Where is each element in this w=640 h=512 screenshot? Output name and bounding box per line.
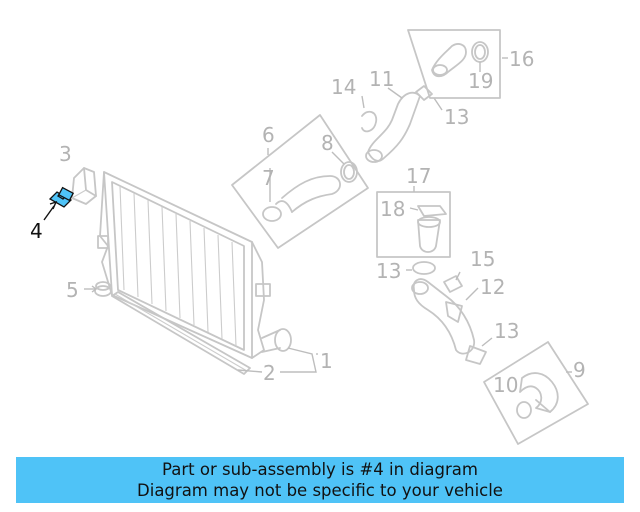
hose-group-6-drawing xyxy=(231,114,369,249)
hose-12-drawing xyxy=(406,261,493,365)
hose-group-17-drawing xyxy=(376,186,451,258)
callout-2[interactable]: 2 xyxy=(263,361,276,385)
callout-17[interactable]: 17 xyxy=(406,164,431,188)
hose-11-drawing xyxy=(361,85,443,163)
callout-13-middle[interactable]: 13 xyxy=(376,259,401,283)
bracket-drawing xyxy=(71,167,97,205)
callout-19[interactable]: 19 xyxy=(468,69,493,93)
info-banner: Part or sub-assembly is #4 in diagram Di… xyxy=(16,457,624,503)
callout-10[interactable]: 10 xyxy=(493,373,518,397)
bolt-highlighted-drawing xyxy=(43,186,75,221)
banner-line-part-number: Part or sub-assembly is #4 in diagram xyxy=(162,460,478,479)
hose-group-16-drawing xyxy=(407,29,508,99)
hose-group-9-drawing xyxy=(483,341,589,445)
callout-9[interactable]: 9 xyxy=(573,358,586,382)
callout-12[interactable]: 12 xyxy=(480,275,505,299)
seal-strip-drawing xyxy=(111,291,251,375)
callout-11[interactable]: 11 xyxy=(369,67,394,91)
callout-5[interactable]: 5 xyxy=(66,278,79,302)
callout-13-top[interactable]: 13 xyxy=(444,105,469,129)
callout-15[interactable]: 15 xyxy=(470,247,495,271)
banner-line-disclaimer: Diagram may not be specific to your vehi… xyxy=(137,481,503,500)
callout-4[interactable]: 4 xyxy=(30,219,43,243)
callout-18[interactable]: 18 xyxy=(380,197,405,221)
rubber-mount-drawing xyxy=(84,281,112,297)
callout-14[interactable]: 14 xyxy=(331,75,356,99)
callout-1[interactable]: 1 xyxy=(320,349,333,373)
exploded-parts-diagram: 1 2 3 4 5 6 7 8 9 10 11 12 13 13 13 14 1… xyxy=(30,29,589,445)
callout-13-bottom[interactable]: 13 xyxy=(494,319,519,343)
callout-3[interactable]: 3 xyxy=(59,142,72,166)
intercooler-drawing xyxy=(97,171,292,359)
callout-6[interactable]: 6 xyxy=(262,123,275,147)
callout-16[interactable]: 16 xyxy=(509,47,534,71)
leader-lines-main xyxy=(237,347,318,373)
callout-8[interactable]: 8 xyxy=(321,131,334,155)
callout-7[interactable]: 7 xyxy=(262,166,275,190)
